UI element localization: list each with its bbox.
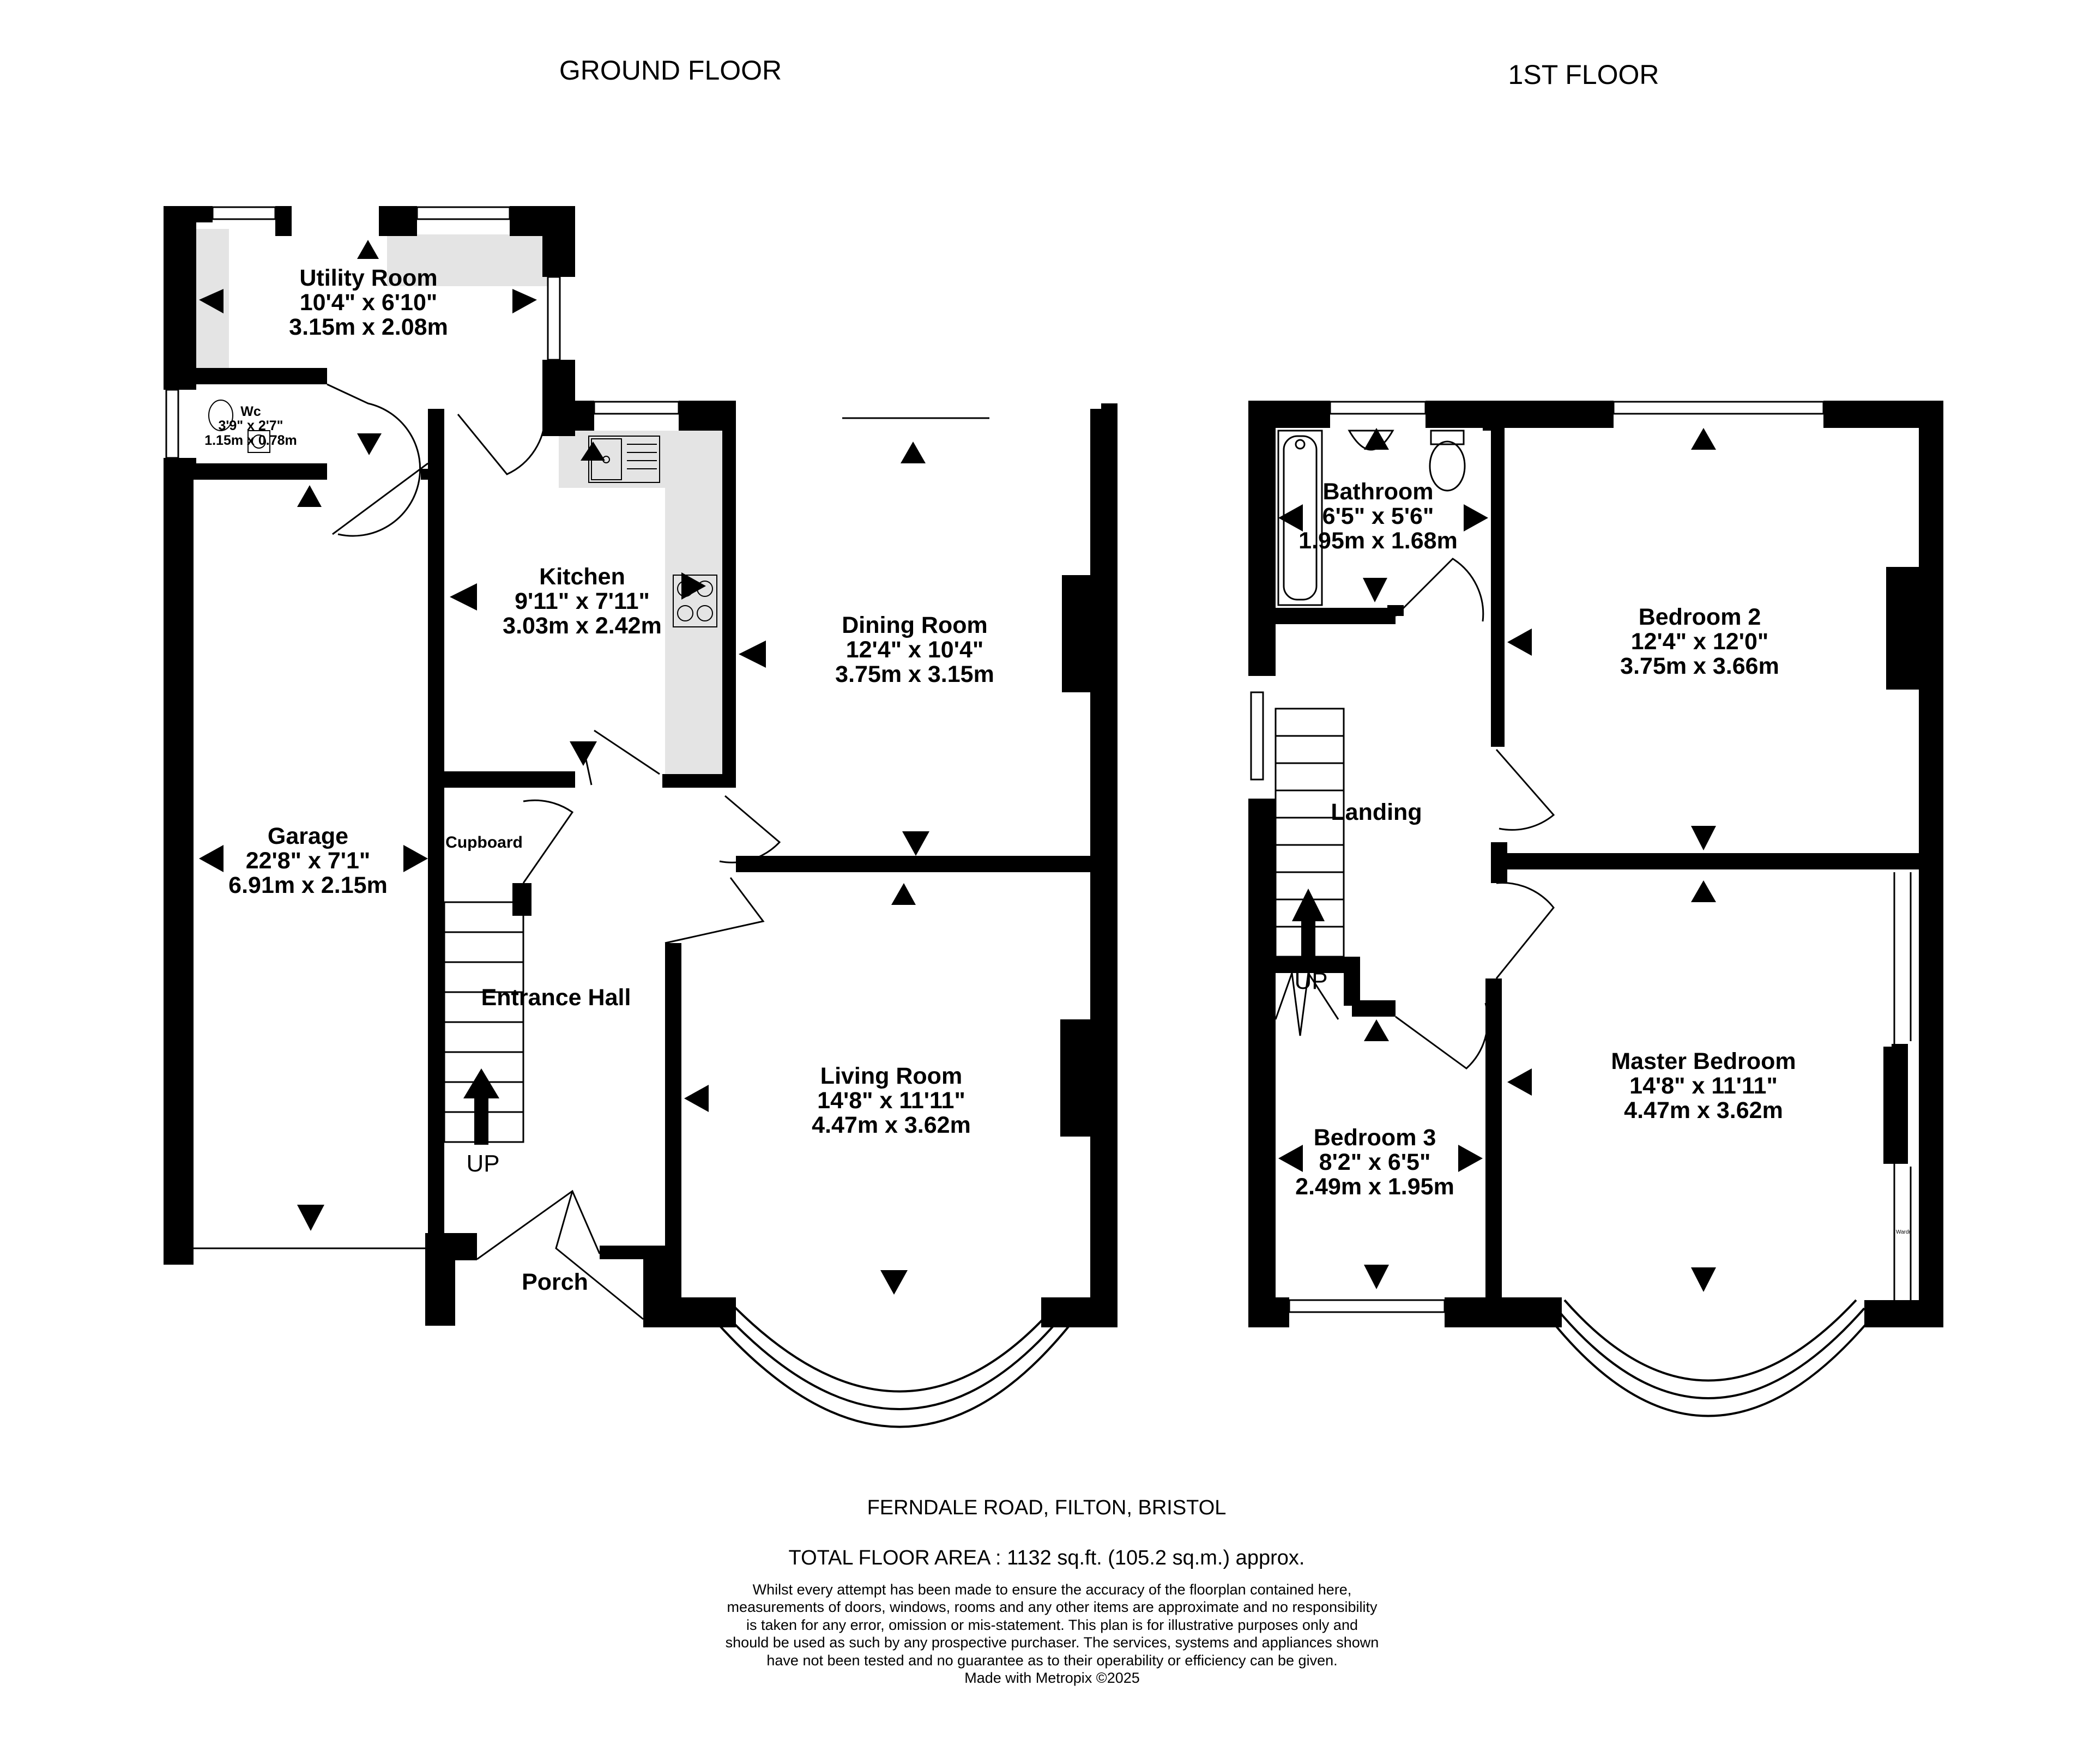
room-name: Porch bbox=[522, 1269, 588, 1295]
room-size-imperial: 6'5" x 5'6" bbox=[1322, 503, 1434, 530]
kitchen-worktop bbox=[665, 431, 722, 774]
ground-dimension-arrows bbox=[199, 240, 929, 1295]
room-label-wc: Wc 3'9" x 2'7" 1.15m x 0.78m bbox=[204, 404, 297, 448]
first-walls bbox=[1248, 401, 1943, 1327]
room-size-imperial: 12'4" x 10'4" bbox=[845, 637, 984, 663]
master-bay-window bbox=[1547, 1299, 1874, 1417]
room-label-cupboard: Cupboard bbox=[445, 834, 523, 851]
room-size-imperial: 8'2" x 6'5" bbox=[1319, 1149, 1431, 1176]
room-name: Bathroom bbox=[1322, 479, 1434, 505]
room-size-metric: 6.91m x 2.15m bbox=[228, 872, 388, 899]
room-size-imperial: 22'8" x 7'1" bbox=[245, 848, 371, 874]
room-label-bedroom-3: Bedroom 3 8'2" x 6'5" 2.49m x 1.95m bbox=[1295, 1125, 1454, 1200]
room-name: Utility Room bbox=[299, 265, 438, 291]
ground-walls bbox=[164, 206, 1118, 1327]
room-size-metric: 2.49m x 1.95m bbox=[1295, 1174, 1454, 1200]
room-label-garage: Garage 22'8" x 7'1" 6.91m x 2.15m bbox=[228, 824, 388, 898]
stairs-up-label: UP bbox=[1294, 968, 1328, 994]
room-size-metric: 3.03m x 2.42m bbox=[503, 613, 662, 639]
room-size-imperial: 9'11" x 7'11" bbox=[515, 588, 650, 615]
first-dimension-arrows bbox=[1278, 428, 1716, 1292]
room-label-entrance-hall: Entrance Hall bbox=[481, 984, 631, 1011]
disclaimer: Whilst every attempt has been made to en… bbox=[720, 1581, 1385, 1687]
room-label-living: Living Room 14'8" x 11'11" 4.47m x 3.62m bbox=[812, 1064, 971, 1138]
room-label-kitchen: Kitchen 9'11" x 7'11" 3.03m x 2.42m bbox=[503, 564, 662, 639]
stairs-up-arrow bbox=[463, 1068, 499, 1145]
room-size-imperial: 14'8" x 11'11" bbox=[817, 1088, 965, 1114]
wc-fixtures-icon bbox=[208, 400, 270, 453]
ground-windows bbox=[165, 206, 989, 1249]
room-name: Bedroom 2 bbox=[1638, 604, 1761, 630]
property-address: FERNDALE ROAD, FILTON, BRISTOL bbox=[867, 1496, 1227, 1519]
room-name: Kitchen bbox=[539, 564, 625, 590]
room-size-metric: 1.15m x 0.78m bbox=[204, 432, 297, 448]
room-size-imperial: 14'8" x 11'11" bbox=[1629, 1073, 1778, 1100]
room-size-imperial: 3'9" x 2'7" bbox=[218, 418, 283, 434]
room-label-bathroom: Bathroom 6'5" x 5'6" 1.95m x 1.68m bbox=[1298, 479, 1458, 554]
room-label-dining: Dining Room 12'4" x 10'4" 3.75m x 3.15m bbox=[835, 613, 994, 687]
room-name: Landing bbox=[1331, 799, 1422, 825]
room-size-metric: 3.75m x 3.15m bbox=[835, 661, 994, 688]
room-size-imperial: 10'4" x 6'10" bbox=[299, 289, 438, 316]
room-name: Cupboard bbox=[445, 833, 523, 851]
ground-floor-title: GROUND FLOOR bbox=[559, 55, 782, 86]
room-size-metric: 4.47m x 3.62m bbox=[1624, 1097, 1783, 1124]
first-doors bbox=[1274, 558, 1555, 1070]
room-label-master-bedroom: Master Bedroom 14'8" x 11'11" 4.47m x 3.… bbox=[1611, 1049, 1796, 1123]
room-size-metric: 3.75m x 3.66m bbox=[1620, 653, 1779, 680]
ground-floor-plan bbox=[164, 206, 1118, 1428]
first-windows bbox=[1250, 401, 1825, 1313]
room-label-porch: Porch bbox=[522, 1270, 588, 1295]
credit-text: Made with Metropix ©2025 bbox=[964, 1669, 1140, 1686]
room-name: Wc bbox=[240, 404, 261, 419]
room-size-metric: 4.47m x 3.62m bbox=[812, 1112, 971, 1139]
living-bay-window bbox=[710, 1299, 1078, 1428]
room-label-bedroom-2: Bedroom 2 12'4" x 12'0" 3.75m x 3.66m bbox=[1620, 605, 1779, 679]
room-name: Dining Room bbox=[842, 612, 988, 638]
room-name: Living Room bbox=[820, 1063, 963, 1089]
room-name: Entrance Hall bbox=[481, 984, 631, 1011]
stairs-up-arrow bbox=[1292, 889, 1325, 957]
toilet-icon bbox=[1429, 430, 1466, 492]
room-name: Master Bedroom bbox=[1611, 1048, 1796, 1074]
room-name: Bedroom 3 bbox=[1313, 1125, 1436, 1151]
wardrobe-label: Wardr bbox=[1896, 1229, 1911, 1235]
room-name: Garage bbox=[267, 823, 349, 849]
room-label-landing: Landing bbox=[1331, 800, 1422, 825]
room-label-utility: Utility Room 10'4" x 6'10" 3.15m x 2.08m bbox=[289, 265, 448, 341]
wardrobe-lines bbox=[1893, 872, 1912, 1300]
first-floor-plan bbox=[1248, 401, 1943, 1417]
room-size-metric: 1.95m x 1.68m bbox=[1298, 528, 1458, 554]
room-size-imperial: 12'4" x 12'0" bbox=[1630, 629, 1769, 655]
total-floor-area: TOTAL FLOOR AREA : 1132 sq.ft. (105.2 sq… bbox=[788, 1546, 1305, 1569]
room-size-metric: 3.15m x 2.08m bbox=[289, 314, 448, 341]
first-floor-title: 1ST FLOOR bbox=[1508, 59, 1659, 90]
stairs-up-label: UP bbox=[466, 1150, 500, 1177]
disclaimer-text: Whilst every attempt has been made to en… bbox=[725, 1581, 1379, 1669]
utility-worktop bbox=[387, 234, 548, 286]
